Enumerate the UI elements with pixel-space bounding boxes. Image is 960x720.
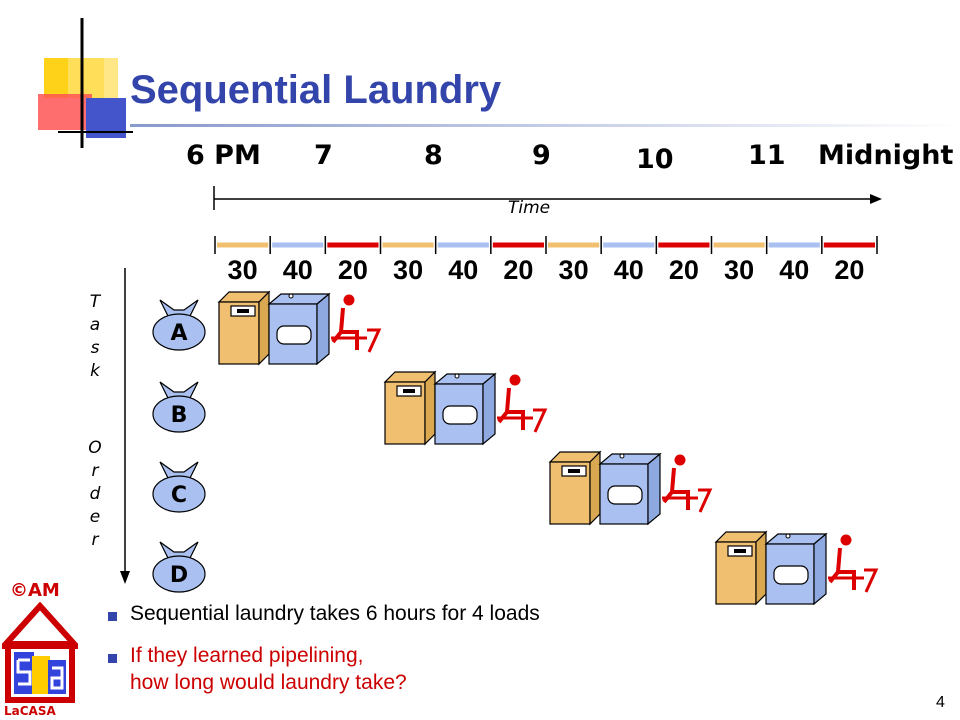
segment-duration-label: 30 xyxy=(724,255,755,285)
task-order-letter: r xyxy=(91,530,99,550)
task-order-letter: a xyxy=(89,315,101,335)
folding-person-icon xyxy=(331,294,382,353)
task-order-letter: r xyxy=(91,461,99,481)
segment-duration-label: 20 xyxy=(668,255,699,285)
task-order-letter: d xyxy=(89,484,101,504)
bullet-marker xyxy=(108,612,117,621)
task-label: A xyxy=(170,321,187,346)
laundry-bag-icon: C xyxy=(152,461,206,513)
copyright-mark: ©AM xyxy=(10,580,60,601)
bullet-text: If they learned pipelining, xyxy=(130,644,364,667)
segment-duration-label: 40 xyxy=(779,255,810,285)
segment-duration-label: 20 xyxy=(834,255,865,285)
task-label: C xyxy=(171,483,187,508)
segment-duration-label: 40 xyxy=(448,255,479,285)
task-order-letter: T xyxy=(89,292,101,312)
bullet-text: how long would laundry take? xyxy=(130,671,407,694)
folding-person-icon xyxy=(496,374,547,433)
dryer-icon xyxy=(598,452,662,526)
washer-dryer-group xyxy=(714,530,878,606)
hour-label: Midnight xyxy=(818,140,954,171)
laundry-bag-icon: D xyxy=(152,541,206,593)
segment-duration-label: 30 xyxy=(393,255,424,285)
hour-label: 8 xyxy=(424,140,443,171)
segment-duration-label: 40 xyxy=(282,255,313,285)
task-order-letter: O xyxy=(88,438,102,458)
washer-icon xyxy=(383,370,436,446)
bullet-text: Sequential laundry takes 6 hours for 4 l… xyxy=(130,602,540,625)
laundry-bag-icon: A xyxy=(152,299,206,351)
segment-bars xyxy=(214,236,878,254)
corner-decoration xyxy=(38,18,133,148)
hour-label: 10 xyxy=(636,144,674,175)
folding-person-icon xyxy=(827,534,878,593)
task-order-letter: s xyxy=(90,338,100,358)
slide-title: Sequential Laundry xyxy=(130,68,502,112)
washer-dryer-group xyxy=(548,450,713,526)
bullet-marker xyxy=(108,654,117,663)
time-arrow xyxy=(213,186,882,210)
task-order-axis xyxy=(120,268,130,584)
task-label: B xyxy=(171,403,188,428)
task-label: D xyxy=(170,563,188,588)
folding-person-icon xyxy=(662,454,713,513)
hour-label: 7 xyxy=(314,140,333,171)
dryer-icon xyxy=(763,532,828,606)
washer-icon xyxy=(714,530,767,606)
hour-label: 6 PM xyxy=(186,140,261,171)
dryer-icon xyxy=(432,372,497,446)
segment-duration-label: 30 xyxy=(558,255,589,285)
washer-icon xyxy=(548,450,602,526)
dryer-icon xyxy=(267,292,331,366)
title-underline xyxy=(130,124,960,127)
task-order-letter: k xyxy=(90,361,100,381)
laundry-bag-icon: B xyxy=(152,381,206,433)
page-number: 4 xyxy=(936,694,945,711)
segment-duration-label: 20 xyxy=(337,255,368,285)
lacasa-logo xyxy=(2,602,78,703)
lacasa-wordmark: LaCASA xyxy=(4,704,56,718)
time-axis-label: Time xyxy=(508,198,551,218)
segment-duration-label: 40 xyxy=(613,255,644,285)
washer-icon xyxy=(217,290,271,366)
segment-duration-label: 30 xyxy=(227,255,258,285)
washer-dryer-group xyxy=(383,370,547,446)
washer-dryer-group xyxy=(217,290,382,366)
task-order-letter: e xyxy=(89,507,101,527)
hour-label: 9 xyxy=(532,140,551,171)
segment-duration-label: 20 xyxy=(503,255,534,285)
hour-label: 11 xyxy=(748,140,786,171)
